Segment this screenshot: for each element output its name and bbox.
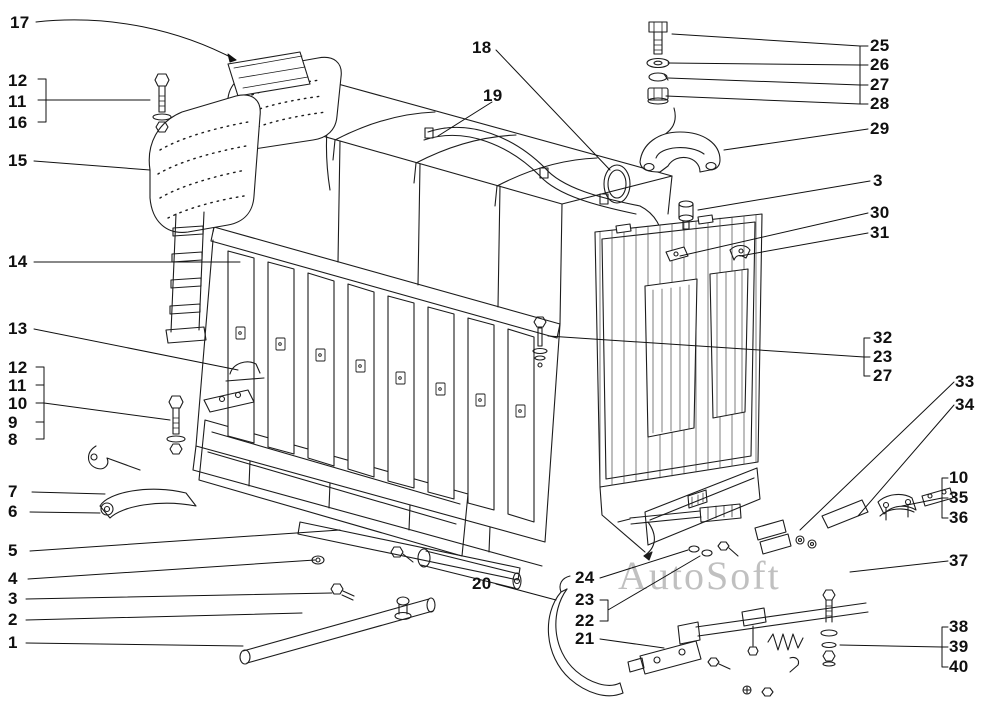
left-fastener-parts	[87, 73, 265, 519]
callout-3: 3	[873, 171, 883, 190]
callout-1: 1	[8, 633, 18, 652]
callout-23: 23	[873, 347, 893, 366]
callout-24: 24	[575, 568, 595, 587]
callout-26: 26	[870, 55, 890, 74]
callout-4: 4	[8, 569, 18, 588]
hoist-tube-and-hardware	[239, 546, 624, 697]
side-wall-slats	[227, 250, 535, 523]
callout-11: 11	[8, 376, 27, 395]
leader-lines	[25, 19, 955, 668]
callout-9: 9	[8, 413, 18, 432]
callout-8: 8	[8, 430, 18, 449]
callout-14: 14	[8, 252, 28, 271]
callout-34: 34	[955, 395, 975, 414]
callout-19: 19	[483, 86, 503, 105]
callout-23: 23	[575, 590, 595, 609]
callout-16: 16	[8, 113, 28, 132]
callout-3: 3	[8, 589, 18, 608]
side-bolt-with-washers	[532, 316, 548, 368]
callout-29: 29	[870, 119, 890, 138]
callout-7: 7	[8, 482, 18, 501]
callout-20: 20	[472, 574, 492, 593]
callout-12: 12	[8, 358, 28, 377]
callout-28: 28	[870, 94, 890, 113]
callout-17: 17	[10, 13, 30, 32]
callout-39: 39	[949, 637, 969, 656]
callout-18: 18	[472, 38, 492, 57]
callout-6: 6	[8, 502, 18, 521]
callout-22: 22	[575, 611, 595, 630]
callout-27: 27	[873, 366, 893, 385]
callout-33: 33	[955, 372, 975, 391]
callout-32: 32	[873, 328, 893, 347]
callout-13: 13	[8, 319, 28, 338]
callout-31: 31	[870, 223, 890, 242]
front-insulation-pad	[148, 51, 342, 344]
rear-gate	[594, 213, 763, 553]
callout-25: 25	[870, 36, 890, 55]
callout-30: 30	[870, 203, 890, 222]
callout-10: 10	[949, 468, 969, 487]
callout-10: 10	[8, 394, 28, 413]
callout-5: 5	[8, 541, 18, 560]
callout-11: 11	[8, 92, 27, 111]
callout-15: 15	[8, 151, 28, 170]
callout-36: 36	[949, 508, 969, 527]
callout-35: 35	[949, 488, 969, 507]
callout-21: 21	[575, 629, 595, 648]
callout-38: 38	[949, 617, 969, 636]
callout-40: 40	[949, 657, 969, 676]
tipping-linkage-assembly	[617, 487, 954, 697]
callout-27: 27	[870, 75, 890, 94]
callout-37: 37	[949, 551, 969, 570]
callout-12: 12	[8, 71, 28, 90]
callout-2: 2	[8, 610, 18, 629]
autosoft-watermark: AutoSoft	[618, 553, 781, 598]
